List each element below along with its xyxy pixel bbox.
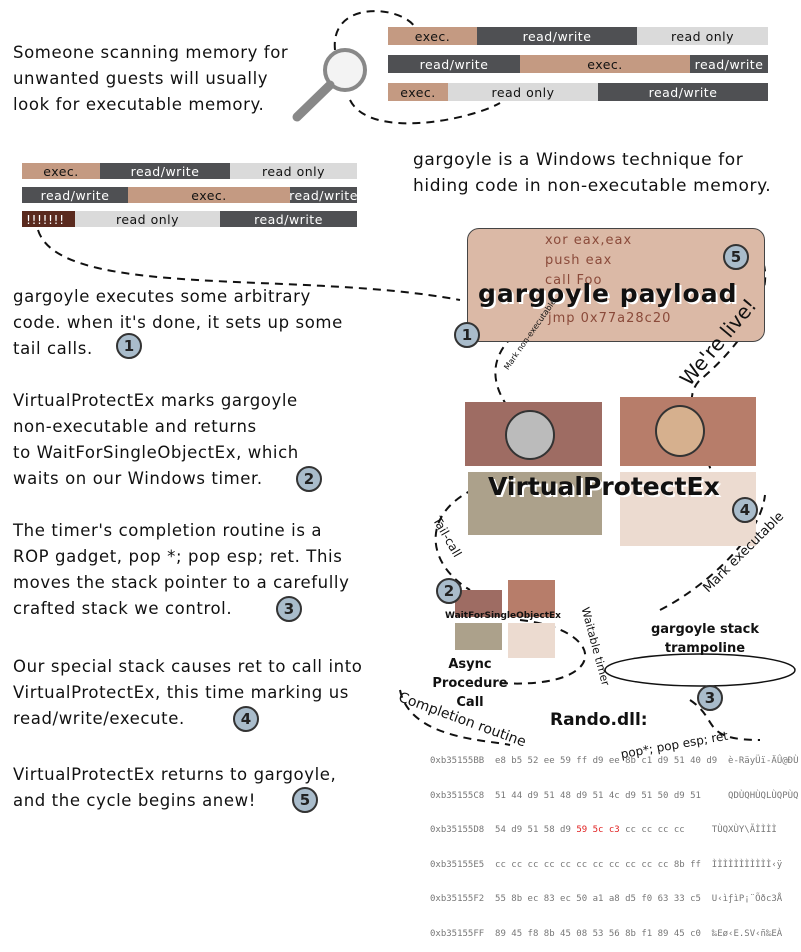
bang-to-payload-arrow — [37, 229, 461, 301]
ro-segment: read only — [448, 83, 598, 101]
ro-segment: read only — [230, 163, 357, 179]
code-line: call Foo — [545, 273, 603, 288]
step-4-badge: 4 — [233, 706, 259, 732]
exec-segment: exec. — [388, 27, 477, 45]
memory-bar: exec. read/write read only — [388, 27, 768, 45]
arrows-layer — [37, 10, 796, 746]
window-logo-tile — [508, 580, 555, 617]
hex-row: 0xb35155F2 55 8b ec 83 ec 50 a1 a8 d5 f0… — [430, 894, 783, 904]
rw-segment: read/write — [477, 27, 637, 45]
hex-row: 0xb35155C8 51 44 d9 51 48 d9 51 4c d9 51… — [430, 790, 799, 801]
badge-4: 4 — [732, 497, 758, 523]
payload-badge-1: 1 — [454, 322, 480, 348]
payload-code: xor eax,eax push eax call Foo — [545, 231, 632, 291]
rw-segment: read/write — [690, 55, 768, 73]
hex-row: 0xb35155E5 cc cc cc cc cc cc cc cc cc cc… — [430, 859, 783, 870]
window-logo-tile — [508, 623, 555, 658]
gargoyle-face-icon — [655, 405, 705, 457]
hex-row: 0xb35155BB e8 b5 52 ee 59 ff d9 ee 8b c1… — [430, 756, 799, 766]
memory-bar: exec. read only read/write — [388, 83, 768, 101]
payload-title: gargoyle payload — [478, 279, 738, 308]
step-1-badge: 1 — [116, 333, 142, 359]
ro-segment: read only — [637, 27, 768, 45]
gadget-bytes: 59 5c c3 — [576, 825, 620, 835]
step-1-text: gargoyle executes some arbitrary code. w… — [13, 287, 343, 358]
step-3-text: The timer's completion routine is a ROP … — [13, 521, 350, 618]
rw-segment: read/write — [100, 163, 230, 179]
exec-segment: exec. — [520, 55, 690, 73]
memory-bar: read/write exec. read/write — [22, 187, 357, 203]
window-logo-tile — [455, 623, 502, 650]
tail-call-arrow — [434, 479, 501, 591]
mark-exec-arrow — [659, 494, 766, 611]
rw-segment: read/write — [22, 187, 128, 203]
gargoyle-face-icon — [505, 410, 555, 460]
code-line: xor eax,eax — [545, 233, 633, 248]
code-line: push eax — [545, 253, 613, 268]
step-4-text: Our special stack causes ret to call int… — [13, 657, 363, 728]
trampoline-label: gargoyle stack trampoline — [650, 622, 760, 656]
scan-arrow — [333, 10, 416, 51]
memory-bar: !!!!!!! read only read/write — [22, 211, 357, 227]
intro-text: Someone scanning memory for unwanted gue… — [13, 43, 289, 114]
exec-segment: exec. — [22, 163, 100, 179]
payload-badge-5: 5 — [723, 244, 749, 270]
memory-bar: read/write exec. read/write — [388, 55, 768, 73]
step-5-badge: 5 — [292, 787, 318, 813]
memory-bar: exec. read/write read only — [22, 163, 357, 179]
gargoyle-payload-box: xor eax,eax push eax call Foo gargoyle p… — [467, 228, 765, 342]
trampoline-ellipse — [604, 653, 796, 687]
window-logo-tile — [468, 472, 602, 535]
badge-3: 3 — [697, 685, 723, 711]
exec-segment: exec. — [388, 83, 448, 101]
rw-segment: read/write — [598, 83, 768, 101]
step-2-text: VirtualProtectEx marks gargoyle non-exec… — [13, 391, 299, 488]
rando-dll-label: Rando.dll: — [550, 710, 648, 730]
hex-row: 0xb35155FF 89 45 f8 8b 45 08 53 56 8b f1… — [430, 928, 783, 939]
definition-text: gargoyle is a Windows technique for hidi… — [413, 150, 772, 196]
hexdump: 0xb35155BB e8 b5 52 ee 59 ff d9 ee 8b c1… — [430, 733, 799, 952]
ro-segment: read only — [75, 211, 220, 227]
apc-label: Async Procedure Call — [432, 657, 508, 710]
rw-segment: read/write — [220, 211, 357, 227]
rw-segment: read/write — [289, 187, 358, 203]
scan-arrow-2 — [349, 99, 501, 125]
step-5-text: VirtualProtectEx returns to gargoyle, an… — [13, 765, 337, 810]
hex-row: 0xb35155D8 54 d9 51 58 d9 59 5c c3 cc cc… — [430, 825, 777, 835]
rw-segment: read/write — [388, 55, 520, 73]
step-2-badge: 2 — [296, 466, 322, 492]
waitforsingleobjectex-label: WaitForSingleObjectEx — [445, 611, 561, 621]
payload-jmp: jmp 0x77a28c20 — [548, 311, 672, 326]
badge-2: 2 — [436, 578, 462, 604]
completion-arrow — [399, 689, 511, 746]
window-logo-tile — [455, 590, 502, 617]
gargoyle-segment: !!!!!!! — [22, 211, 75, 227]
step-3-badge: 3 — [276, 596, 302, 622]
virtualprotectex-label: VirtualProtectEx — [488, 472, 720, 501]
exec-segment: exec. — [128, 187, 290, 203]
magnifier-icon — [323, 48, 367, 92]
